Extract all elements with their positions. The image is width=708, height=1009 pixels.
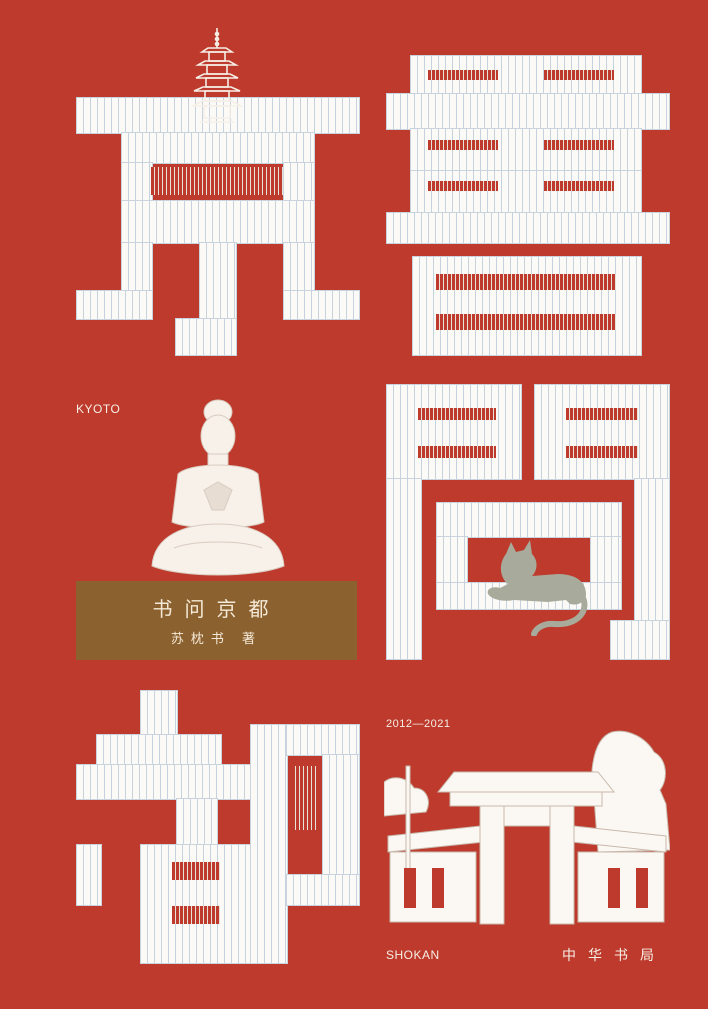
- jing-box-left: [121, 162, 153, 202]
- shu-slot-2: [544, 70, 614, 80]
- shu-sun-slot-2: [436, 314, 616, 330]
- du-diagonal: [176, 798, 218, 846]
- shu-row-3: [410, 128, 642, 172]
- jing-left-stroke: [121, 242, 153, 292]
- shu-row-5: [386, 212, 670, 244]
- wen-mouth-left: [436, 536, 468, 584]
- shu-slot-1: [428, 70, 498, 80]
- shu-sun-box: [412, 256, 642, 356]
- pagoda-icon: [192, 28, 242, 123]
- wen-mouth-top: [436, 502, 622, 538]
- wen-left-slot-2: [418, 446, 496, 458]
- du-right-stem: [250, 724, 288, 964]
- du-sun-box: [140, 844, 254, 964]
- du-bar-2: [76, 764, 254, 800]
- buddha-statue-icon: [151, 399, 285, 576]
- du-ear-top: [286, 724, 360, 756]
- du-sun-top: [76, 844, 102, 906]
- du-bar-1: [96, 734, 222, 766]
- cat-icon: [487, 540, 588, 636]
- wen-right-door: [534, 384, 670, 480]
- du-ear-bottom: [286, 874, 360, 906]
- shu-row-4: [410, 170, 642, 214]
- title-plate: 书问京都 苏枕书 著: [76, 581, 357, 660]
- jing-left-foot: [76, 290, 153, 320]
- shu-slot-5: [428, 181, 498, 191]
- label-years: 2012—2021: [386, 718, 451, 730]
- shu-sun-slot-1: [436, 274, 616, 290]
- du-sun-slot-1: [172, 862, 220, 880]
- label-shokan: SHOKAN: [386, 948, 440, 962]
- wen-left-slot-1: [418, 408, 496, 420]
- temple-gate-icon: [384, 730, 670, 925]
- jing-right-foot: [283, 290, 360, 320]
- plate-author: 苏枕书 著: [170, 632, 263, 647]
- jing-box-bottom: [121, 200, 315, 244]
- shu-slot-3: [428, 140, 498, 150]
- jing-stem-foot: [175, 318, 237, 356]
- jing-right-stroke: [283, 242, 315, 292]
- wen-right-slot-1: [566, 408, 638, 420]
- jing-top-bar: [76, 97, 360, 134]
- jing-box-slot: [151, 167, 283, 195]
- du-top-stem: [140, 690, 178, 736]
- du-ear-slot: [292, 766, 316, 830]
- wen-right-hook: [610, 620, 670, 660]
- wen-left-leg: [386, 478, 422, 660]
- wen-right-slot-2: [566, 446, 638, 458]
- shu-slot-6: [544, 181, 614, 191]
- shu-slot-4: [544, 140, 614, 150]
- label-kyoto: KYOTO: [76, 402, 121, 416]
- du-ear-curve: [322, 754, 360, 876]
- du-sun-slot-2: [172, 906, 220, 924]
- plate-title: 书问京都: [152, 597, 281, 621]
- wen-mouth-right: [590, 536, 622, 584]
- jing-box-top: [121, 132, 315, 164]
- publisher-name: 中华书局: [562, 948, 666, 964]
- wen-left-door: [386, 384, 522, 480]
- shu-row-2: [386, 93, 670, 130]
- jing-box-right: [283, 162, 315, 202]
